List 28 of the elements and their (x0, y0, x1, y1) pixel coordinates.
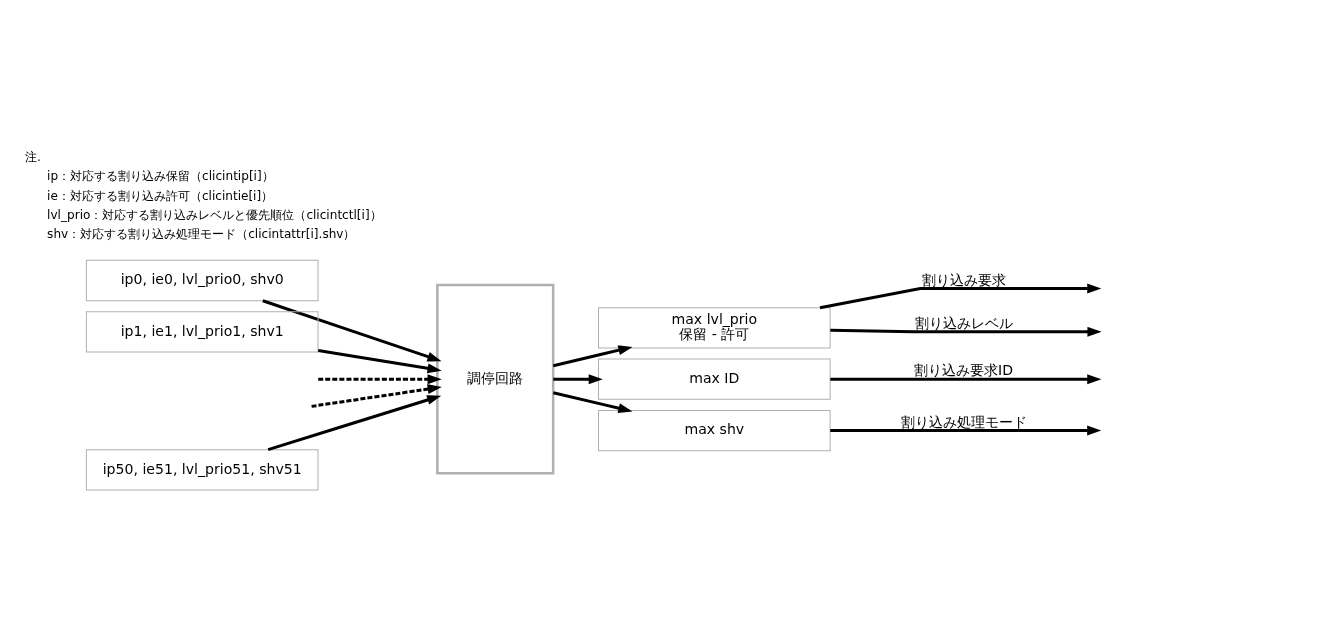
arrow (830, 425, 1102, 436)
arrow (318, 349, 442, 374)
arrow (262, 299, 442, 362)
node-box: max lvl_prio 保留 - 許可 (598, 307, 831, 349)
node-box: max shv (598, 409, 831, 452)
node-box: ip1, ie1, lvl_prio1, shv1 (85, 311, 319, 353)
arrow (552, 345, 633, 368)
node-box: ip0, ie0, lvl_prio0, shv0 (85, 259, 319, 302)
label: ip：対応する割り込み保留（clicintip[i]） (47, 169, 274, 184)
arrow (311, 384, 442, 408)
arrow (552, 391, 633, 413)
node-box: ip50, ie51, lvl_prio51, shv51 (85, 449, 319, 491)
label: ie：対応する割り込み許可（clicintie[i]） (47, 188, 274, 203)
node-box: max ID (598, 358, 831, 400)
arrow (318, 374, 442, 385)
label: 注. (24, 150, 41, 165)
arrow (267, 395, 442, 452)
edge-label: 割り込み要求ID (914, 362, 1014, 379)
arrow (830, 326, 1102, 337)
label: shv：対応する割り込み処理モード（clicintattr[i].shv） (47, 226, 356, 241)
label: lvl_prio：対応する割り込みレベルと優先順位（clicintctl[i]） (47, 207, 382, 222)
arrow (819, 283, 1102, 310)
arrow (830, 374, 1102, 385)
arrow (553, 374, 603, 385)
edge-label: 割り込み要求 (921, 271, 1006, 288)
edge-label: 割り込みレベル (914, 315, 1013, 332)
edge-label: 割り込み処理モード (900, 413, 1027, 430)
node-box: 調停回路 (436, 283, 555, 475)
